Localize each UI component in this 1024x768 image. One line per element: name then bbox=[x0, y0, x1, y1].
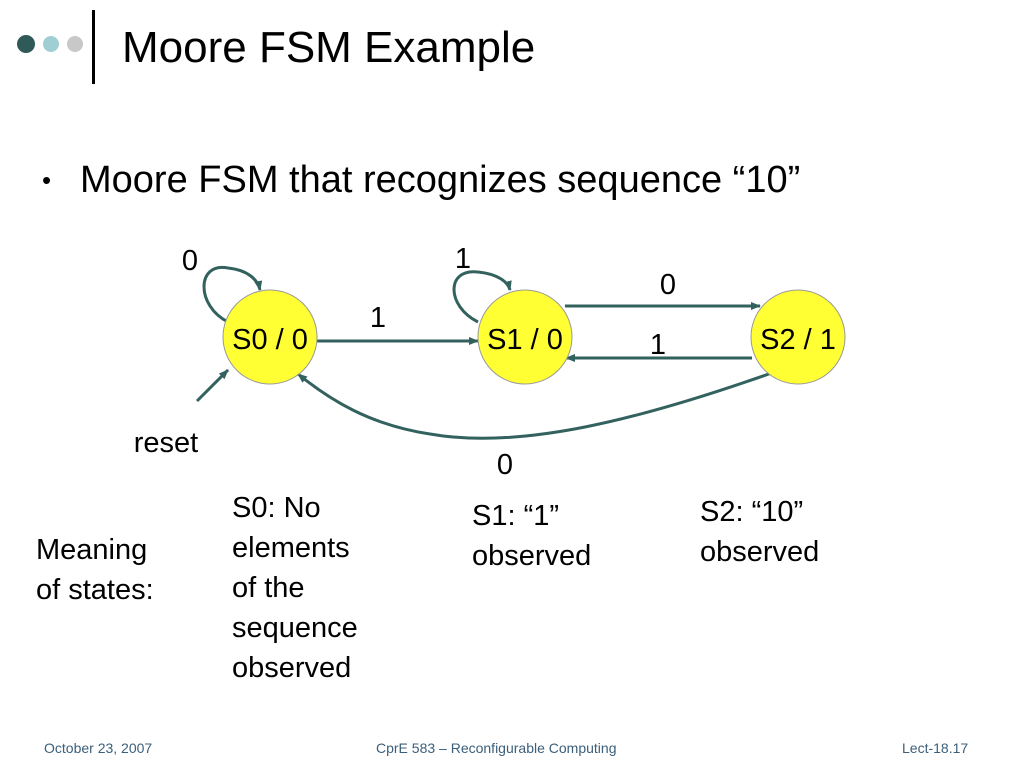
state-s1-label: S1 / 0 bbox=[487, 324, 563, 356]
meaning-s0-line: of the bbox=[232, 572, 305, 604]
state-s1: S1 / 0 bbox=[477, 289, 573, 385]
meaning-s2-line: S2: “10” bbox=[700, 496, 804, 528]
meaning-heading-line: of states: bbox=[36, 574, 154, 606]
meaning-s0-line: sequence bbox=[232, 612, 358, 644]
footer-date: October 23, 2007 bbox=[44, 740, 153, 756]
dot-mid-icon bbox=[43, 36, 59, 52]
edge-s1-self bbox=[452, 270, 512, 324]
meaning-s1-line: observed bbox=[472, 540, 592, 572]
state-s2: S2 / 1 bbox=[750, 289, 846, 385]
dot-light-icon bbox=[67, 36, 83, 52]
edge-s2-to-s0 bbox=[297, 368, 781, 440]
bullet-marker: • bbox=[42, 165, 52, 195]
decorative-dots bbox=[17, 35, 83, 53]
footer-course: CprE 583 – Reconfigurable Computing bbox=[376, 740, 617, 756]
slide-title: Moore FSM Example bbox=[122, 23, 536, 72]
edge-s1-to-s2-label: 0 bbox=[660, 269, 676, 301]
edge-s0-to-s1-label: 1 bbox=[370, 302, 386, 334]
edge-s0-self-label: 0 bbox=[182, 245, 198, 277]
footer-page: Lect-18.17 bbox=[902, 740, 969, 756]
bullet-text: Moore FSM that recognizes sequence “10” bbox=[80, 159, 801, 201]
meaning-s2: S2: “10” observed bbox=[700, 492, 819, 572]
state-s0-label: S0 / 0 bbox=[232, 324, 308, 356]
meaning-s0-line: elements bbox=[232, 532, 350, 564]
edge-s2-to-s1-label: 1 bbox=[650, 329, 666, 361]
edge-s1-self-label: 1 bbox=[455, 243, 471, 275]
reset-arrow bbox=[195, 368, 230, 403]
state-s2-label: S2 / 1 bbox=[760, 324, 836, 356]
meaning-s1: S1: “1” observed bbox=[472, 496, 591, 576]
state-s0: S0 / 0 bbox=[222, 289, 318, 385]
meaning-s1-line: S1: “1” bbox=[472, 500, 560, 532]
edge-s2-to-s0-label: 0 bbox=[497, 449, 513, 481]
reset-label: reset bbox=[134, 427, 198, 459]
edge-s0-self bbox=[202, 266, 263, 324]
meaning-s0: S0: No elements of the sequence observed bbox=[232, 488, 358, 688]
title-divider bbox=[92, 10, 95, 84]
meaning-heading-line: Meaning bbox=[36, 534, 148, 566]
meaning-s0-line: observed bbox=[232, 652, 352, 684]
meaning-heading: Meaning of states: bbox=[36, 530, 154, 610]
meaning-s2-line: observed bbox=[700, 536, 820, 568]
dot-dark-icon bbox=[17, 35, 35, 53]
meaning-s0-line: S0: No bbox=[232, 492, 321, 524]
